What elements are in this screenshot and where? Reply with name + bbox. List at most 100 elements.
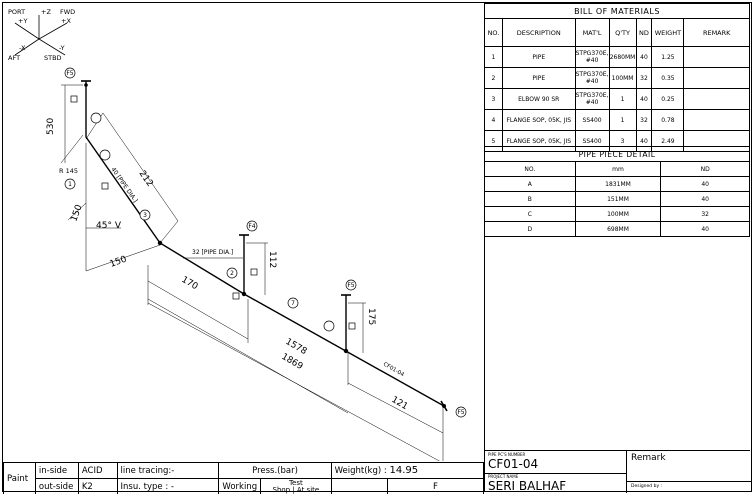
insulation-type: Insu. type : -	[116, 478, 220, 494]
axis-label: +X	[61, 17, 71, 25]
project-name: SERI BALHAF	[488, 479, 567, 493]
ppd-header: NO.	[484, 161, 576, 177]
bottom-info: Paint in-side ACID line tracing:- Press.…	[0, 462, 484, 494]
dim-150: 150	[69, 203, 84, 223]
ppd-cell: 40	[660, 221, 750, 237]
bom-cell: 32	[635, 109, 653, 131]
ppd-cell: 100MM	[574, 206, 662, 222]
bom-cell: 1	[608, 109, 637, 131]
bom-header: Q'TY	[608, 18, 637, 47]
ppd-cell: 151MM	[574, 191, 662, 207]
bom-cell: 0.35	[651, 67, 685, 89]
designed-by: Designed by :	[631, 484, 663, 489]
bom-header: NO.	[484, 18, 503, 47]
bill-of-materials: BILL OF MATERIALS NO. DESCRIPTION MAT'L …	[484, 3, 750, 152]
title-block-left: PIPE PC'S NUMBER CF01-04 PROJECT NAME SE…	[485, 451, 627, 493]
balloon-text: F4	[248, 223, 255, 230]
bom-cell: 1	[608, 88, 637, 110]
axis-fwd	[38, 22, 68, 40]
ppd-header: ND	[660, 161, 750, 177]
balloon-f5	[455, 406, 467, 418]
bom-cell: 3	[484, 88, 503, 110]
axis-label: +Z	[41, 8, 51, 16]
line-tracing: line tracing:-	[116, 462, 220, 479]
bom-cell	[683, 88, 750, 110]
ppd-title: PIPE PIECE DETAIL	[484, 146, 750, 162]
inside-value: ACID	[77, 462, 118, 479]
weld-dot	[442, 404, 446, 408]
bom-header: MAT'L	[574, 18, 610, 47]
divider	[485, 473, 627, 474]
balloon-3	[139, 209, 151, 221]
bom-cell: STPG370E, #40	[574, 88, 610, 110]
ppd-cell: B	[484, 191, 576, 207]
dim-170: 170	[180, 275, 200, 292]
axis-label: -Y	[59, 44, 65, 52]
bom-header: WEIGHT	[651, 18, 685, 47]
bom-cell: 40	[635, 88, 653, 110]
piece-marker	[101, 182, 109, 190]
ppd-cell: 32	[660, 206, 750, 222]
balloon-text: 7	[291, 300, 295, 307]
weld-dot	[241, 291, 247, 297]
ppd-cell: 40	[660, 176, 750, 192]
piece-marker	[348, 322, 356, 330]
piece-marker	[250, 268, 258, 276]
piece-marker	[70, 95, 78, 103]
bom-cell: 0.78	[651, 109, 685, 131]
dim-212: 212	[137, 169, 155, 189]
balloon-2	[226, 267, 238, 279]
bom-header: ND	[635, 18, 653, 47]
blank-cell	[330, 478, 389, 494]
axis-label: AFT	[8, 54, 20, 62]
bom-cell: ELBOW 90 SR	[501, 88, 576, 110]
bom-cell: 40	[635, 46, 653, 68]
dim-175: 175	[366, 308, 376, 325]
axis-port	[14, 22, 40, 40]
balloon-f5	[345, 279, 357, 291]
weight-label: Weight(kg) :	[334, 466, 387, 476]
dim-121: 121	[390, 395, 410, 412]
ppd-cell: C	[484, 206, 576, 222]
weld-dot	[84, 83, 88, 87]
piece-marker	[232, 292, 240, 300]
ppd-cell: A	[484, 176, 576, 192]
bom-cell	[683, 46, 750, 68]
pipe-tag: CF01-04	[382, 362, 405, 379]
remark-label: Remark	[631, 453, 666, 463]
bom-cell: PIPE	[501, 46, 576, 68]
pipe-dia-40: 40 [PIPE DIA.]	[109, 166, 138, 204]
bom-cell: 1.25	[651, 46, 685, 68]
bom-title: BILL OF MATERIALS	[484, 3, 750, 19]
paint-table: Paint in-side ACID line tracing:- Press.…	[3, 462, 484, 494]
pcs-label: PIPE PC'S NUMBER	[488, 452, 526, 457]
balloon-text: F5	[66, 70, 73, 77]
bom-cell: 0.25	[651, 88, 685, 110]
balloon-text: 1	[68, 181, 72, 188]
ppd-cell: 1831MM	[574, 176, 662, 192]
bom-cell: SS400	[574, 109, 610, 131]
working-label: Working	[218, 478, 262, 494]
balloon-7	[287, 297, 299, 309]
ppd-header: mm	[574, 161, 662, 177]
dim-112: 112	[267, 251, 277, 268]
ppd-cell: D	[484, 221, 576, 237]
axis-label: STBD	[44, 54, 62, 62]
balloon-text: 2	[230, 270, 234, 277]
ppd-cell: 698MM	[574, 221, 662, 237]
bom-cell: STPG370E, #40	[574, 67, 610, 89]
f-label: F	[387, 478, 484, 494]
dim-530: 530	[46, 118, 56, 135]
balloon-1	[64, 178, 76, 190]
balloon-text: F5	[347, 282, 354, 289]
pcs-number: CF01-04	[488, 457, 539, 471]
